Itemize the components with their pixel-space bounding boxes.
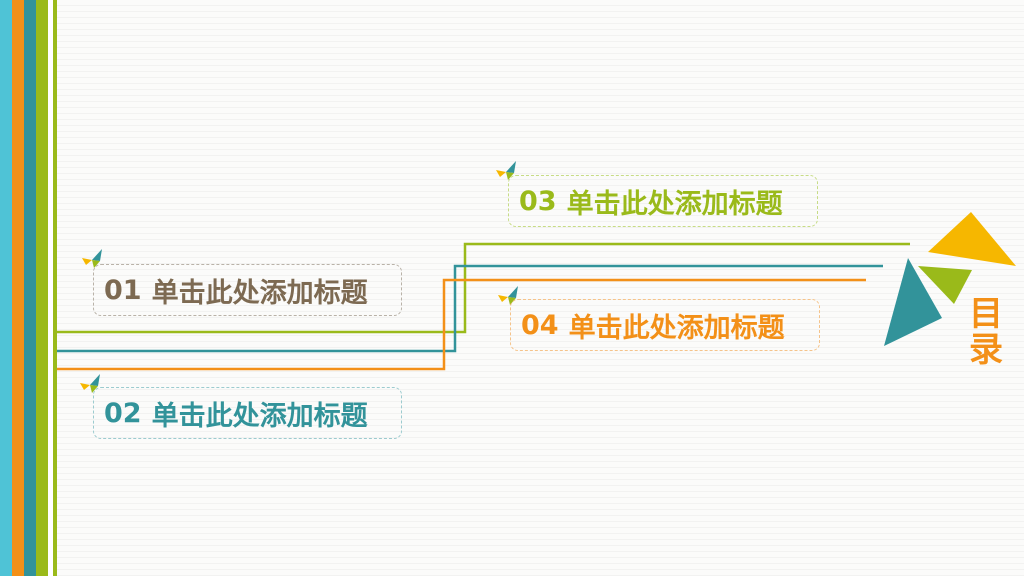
triangle-green bbox=[918, 266, 972, 304]
toc-item-03[interactable]: 03 单击此处添加标题 bbox=[508, 175, 818, 227]
triangle-yellow bbox=[928, 212, 1016, 266]
item-number: 01 bbox=[104, 274, 142, 306]
catalog-char-2: 录 bbox=[969, 330, 1003, 370]
item-label: 单击此处添加标题 bbox=[151, 277, 368, 309]
toc-item-02[interactable]: 02 单击此处添加标题 bbox=[93, 387, 402, 439]
item-label: 单击此处添加标题 bbox=[568, 312, 785, 344]
item-label: 单击此处添加标题 bbox=[151, 400, 368, 432]
decorative-triangles bbox=[884, 212, 1016, 346]
connector-line-green bbox=[57, 242, 910, 334]
item-number: 04 bbox=[521, 309, 559, 341]
left-stripe-green-thin bbox=[53, 0, 57, 576]
triangle-teal bbox=[884, 258, 942, 346]
left-stripe-green bbox=[36, 0, 48, 576]
item-number: 02 bbox=[104, 397, 142, 429]
catalog-title: 目 录 bbox=[966, 296, 1006, 368]
connector-line-teal bbox=[57, 264, 883, 353]
left-stripe-teal bbox=[24, 0, 36, 576]
left-stripe-gap bbox=[48, 0, 53, 576]
connector-line-orange bbox=[57, 278, 866, 371]
catalog-char-1: 目 bbox=[969, 294, 1003, 334]
item-label: 单击此处添加标题 bbox=[566, 188, 783, 220]
item-number: 03 bbox=[519, 185, 557, 217]
toc-item-01[interactable]: 01 单击此处添加标题 bbox=[93, 264, 402, 316]
left-stripe-cyan bbox=[0, 0, 12, 576]
left-stripe-orange bbox=[12, 0, 24, 576]
toc-item-04[interactable]: 04 单击此处添加标题 bbox=[510, 299, 820, 351]
